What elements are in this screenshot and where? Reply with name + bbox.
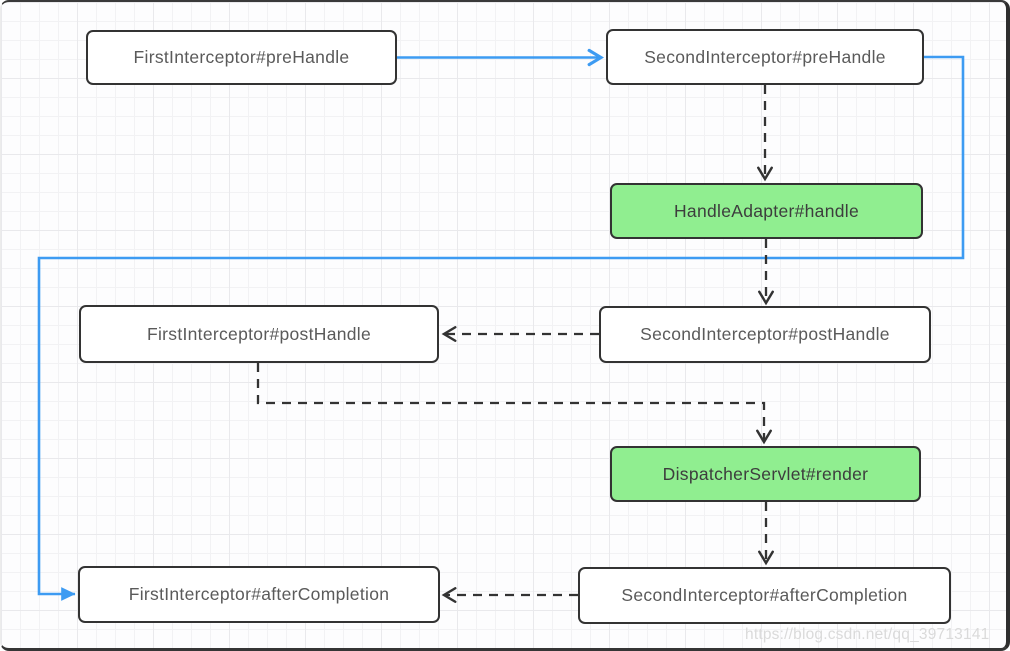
node-second-interceptor-prehandle: SecondInterceptor#preHandle — [606, 29, 924, 85]
node-handle-adapter-handle: HandleAdapter#handle — [610, 183, 923, 239]
watermark: https://blog.csdn.net/qq_39713141 — [745, 626, 990, 643]
node-first-interceptor-aftercompletion: FirstInterceptor#afterCompletion — [78, 566, 440, 623]
node-first-interceptor-prehandle: FirstInterceptor#preHandle — [86, 30, 397, 85]
node-dispatcher-servlet-render: DispatcherServlet#render — [610, 446, 921, 502]
node-second-interceptor-aftercompletion: SecondInterceptor#afterCompletion — [578, 567, 951, 624]
node-second-interceptor-posthandle: SecondInterceptor#postHandle — [599, 306, 931, 363]
edge-posthandle-to-render — [256, 363, 772, 445]
node-first-interceptor-posthandle: FirstInterceptor#postHandle — [79, 305, 439, 363]
